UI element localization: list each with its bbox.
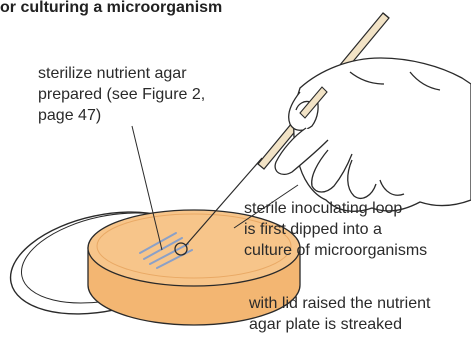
label-inoculating-loop: sterile inoculating loop is first dipped…: [244, 198, 470, 261]
label-lid-raised: with lid raised the nutrient agar plate …: [249, 293, 471, 335]
hand-icon: [275, 58, 471, 211]
label-sterilize-agar: sterilize nutrient agar prepared (see Fi…: [38, 63, 258, 126]
